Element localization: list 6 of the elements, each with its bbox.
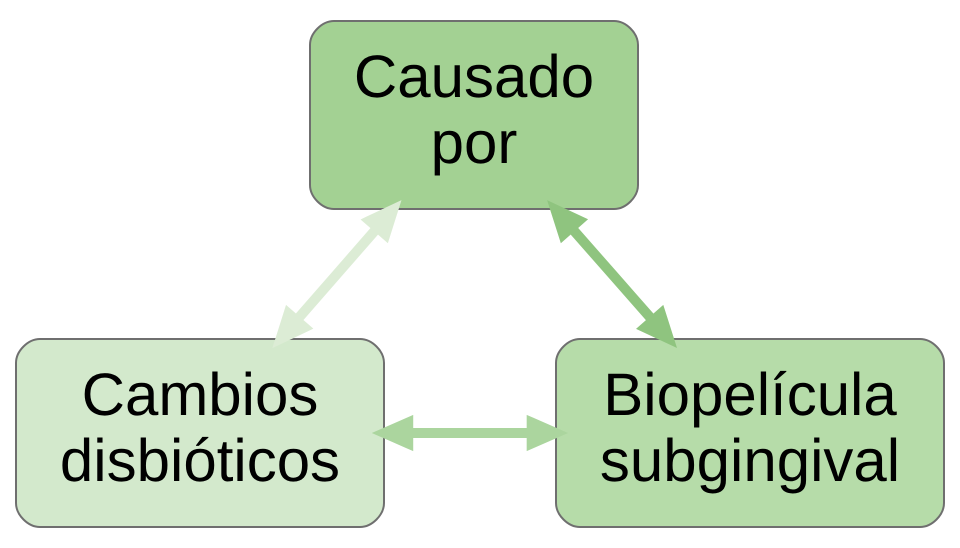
arrow (272, 200, 402, 348)
arrow (372, 414, 568, 452)
arrow (547, 200, 677, 348)
node-box: Cambios disbióticos (15, 338, 385, 528)
node-box: Causado por (309, 20, 639, 210)
node-box: Biopelícula subgingival (555, 338, 945, 528)
